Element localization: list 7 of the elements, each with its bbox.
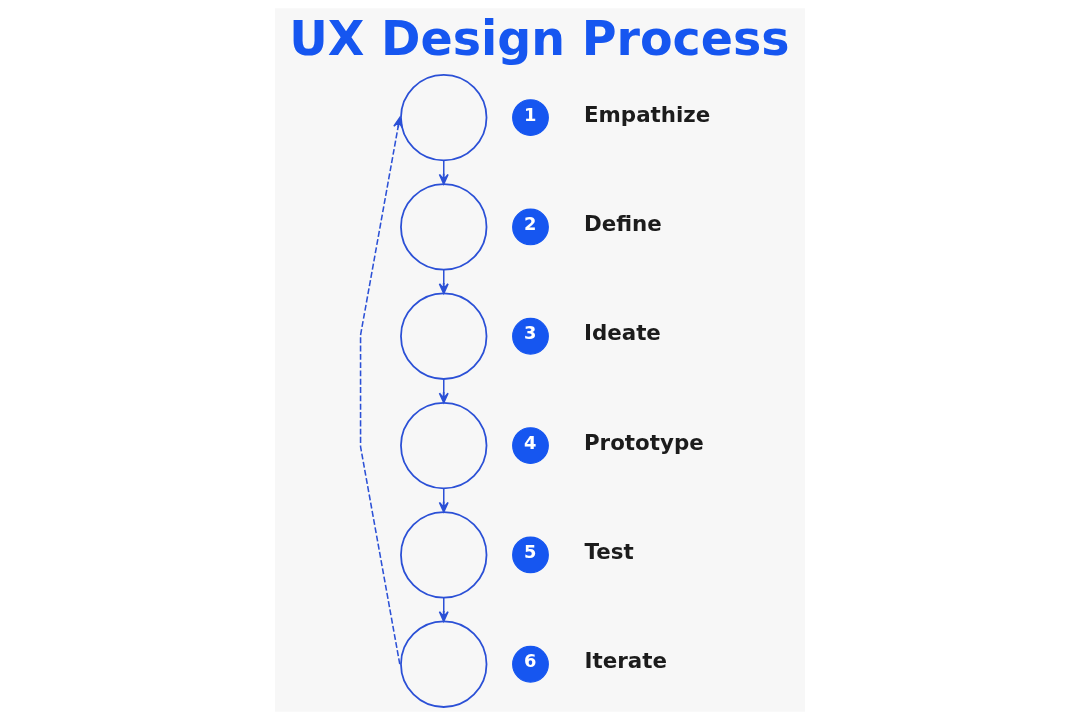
- node-label: Iterate: [584, 648, 667, 674]
- node-label: Prototype: [583, 429, 704, 455]
- node-label: Define: [583, 210, 662, 236]
- node-label: Test: [584, 538, 634, 564]
- diagram-title: UX Design Process: [289, 10, 790, 66]
- node-label: Empathize: [583, 101, 711, 127]
- node-label: Ideate: [583, 320, 661, 346]
